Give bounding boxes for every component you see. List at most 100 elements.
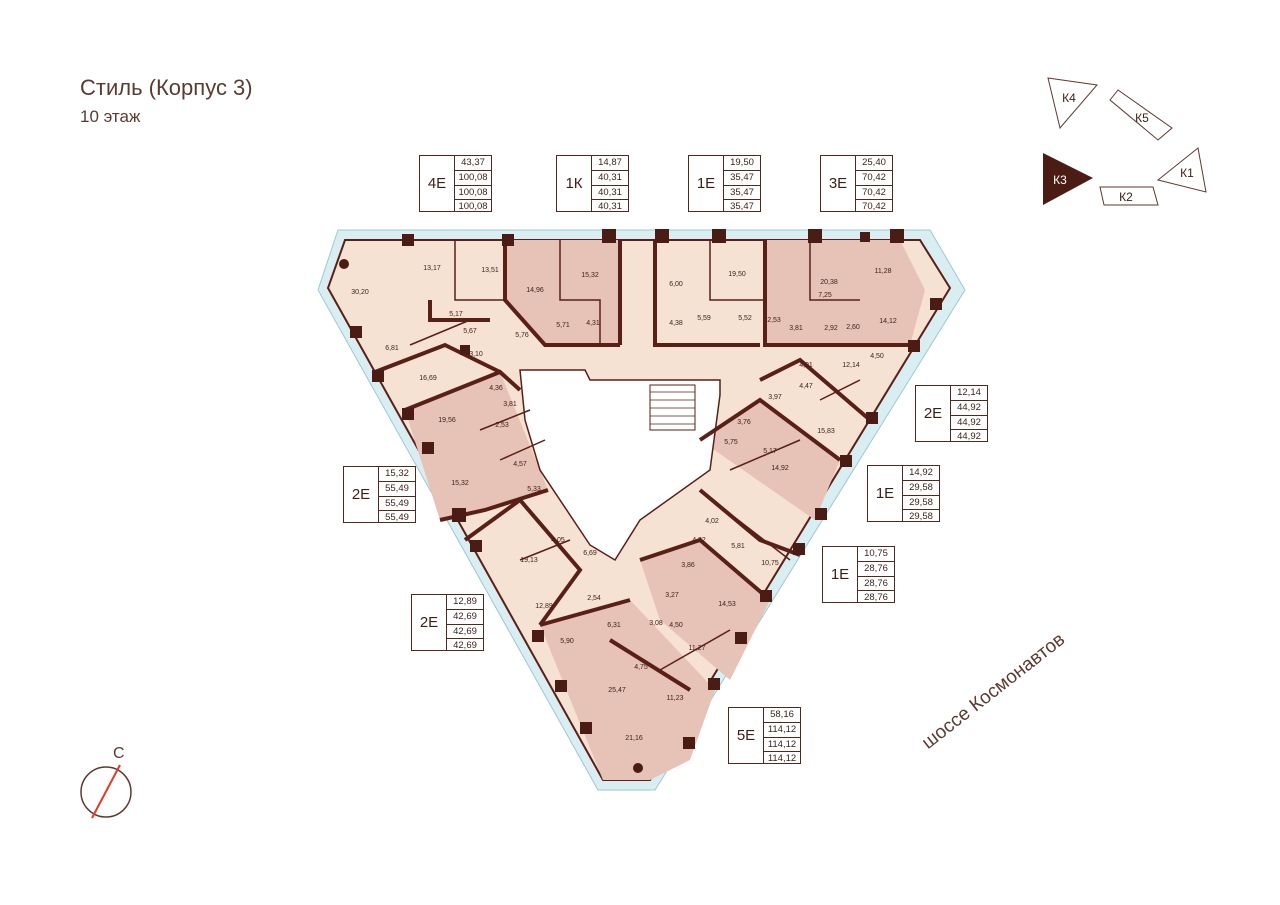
room-area: 6,31 — [607, 622, 621, 629]
total-area: 35,47 — [724, 171, 760, 186]
apartment-3e-area[interactable] — [765, 240, 925, 345]
room-area: 4,57 — [513, 461, 527, 468]
total-area: 40,31 — [592, 171, 628, 186]
room-area: 16,69 — [419, 375, 437, 382]
room-area: 4,02 — [705, 518, 719, 525]
total-area: 70,42 — [856, 186, 892, 201]
room-area: 3,97 — [768, 394, 782, 401]
apartment-tag-1e-top[interactable]: 1Е 19,50 35,47 35,47 35,47 — [688, 155, 761, 212]
building-k2[interactable]: К2 — [1099, 186, 1159, 206]
room-area: 5,76 — [515, 332, 529, 339]
room-area: 5,52 — [738, 315, 752, 322]
total-area: 29,58 — [909, 511, 933, 523]
living-area: 15,32 — [379, 467, 415, 482]
living-area: 14,92 — [903, 466, 939, 481]
room-area: 2,92 — [824, 325, 838, 332]
total-area: 70,42 — [862, 201, 886, 213]
apartment-code: 1Е — [823, 547, 858, 602]
building-k5[interactable]: К5 — [1109, 89, 1173, 141]
room-area: 12,14 — [842, 362, 860, 369]
room-area: 14,12 — [879, 318, 897, 325]
apartment-code: 1Е — [868, 466, 903, 521]
apartment-code: 3Е — [821, 156, 856, 211]
total-area: 28,76 — [858, 577, 894, 592]
room-area: 10,75 — [761, 560, 779, 567]
total-area: 29,58 — [903, 496, 939, 511]
apartment-5e-area[interactable] — [540, 540, 770, 780]
room-area: 5,17 — [763, 448, 777, 455]
room-area: 15,83 — [817, 428, 835, 435]
apartment-tag-2e-right[interactable]: 2Е 12,14 44,92 44,92 44,92 — [915, 385, 988, 442]
room-area: 4,05 — [551, 537, 565, 544]
room-area: 5,59 — [697, 315, 711, 322]
building-k3[interactable]: К3 — [1043, 153, 1093, 205]
total-area: 28,76 — [864, 592, 888, 604]
room-area: 5,81 — [731, 543, 745, 550]
building-k4[interactable]: К4 — [1047, 77, 1098, 130]
room-area: 2,53 — [495, 422, 509, 429]
page-title: Стиль (Корпус 3) — [80, 75, 253, 100]
room-area: 6,69 — [583, 550, 597, 557]
room-area: 3,81 — [789, 325, 803, 332]
apartment-code: 4Е — [420, 156, 455, 211]
room-area: 11,28 — [875, 268, 892, 275]
room-area: 4,50 — [870, 353, 884, 360]
total-area: 42,69 — [447, 625, 483, 640]
room-area: 19,13 — [520, 557, 538, 564]
living-area: 12,14 — [951, 386, 987, 401]
building-k1[interactable]: К1 — [1156, 147, 1207, 193]
total-area: 35,47 — [724, 186, 760, 201]
room-area: 4,31 — [586, 320, 600, 327]
total-area: 114,12 — [767, 753, 797, 765]
room-area: 5,17 — [449, 311, 463, 318]
apartment-tag-1k[interactable]: 1К 14,87 40,31 40,31 40,31 — [556, 155, 629, 212]
apartment-code: 2Е — [344, 467, 379, 522]
total-area: 29,58 — [903, 481, 939, 496]
building-k2-label: К2 — [1119, 190, 1133, 204]
floor-label: 10 этаж — [80, 107, 141, 126]
total-area: 55,49 — [385, 512, 409, 524]
apartment-2e-left-area[interactable] — [405, 372, 548, 520]
living-area: 43,37 — [455, 156, 491, 171]
building-k3-label: К3 — [1053, 173, 1067, 187]
room-area: 6,81 — [385, 345, 399, 352]
room-area: 14,53 — [718, 601, 736, 608]
building-k1-label: К1 — [1180, 166, 1194, 180]
room-area: 4,47 — [799, 383, 813, 390]
apartment-tag-2e-left[interactable]: 2Е 15,32 55,49 55,49 55,49 — [343, 466, 416, 523]
room-area: 12,89 — [535, 603, 553, 610]
room-area: 6,00 — [669, 281, 683, 288]
room-area: 4,36 — [489, 385, 503, 392]
total-area: 70,42 — [856, 171, 892, 186]
apartment-1e-right-area[interactable] — [700, 400, 840, 520]
apartment-tag-5e[interactable]: 5Е 58,16 114,12 114,12 114,12 — [728, 707, 801, 764]
total-area: 42,69 — [453, 640, 477, 652]
room-area: 20,38 — [820, 279, 838, 286]
total-area: 114,12 — [764, 738, 800, 753]
room-area: 3,08 — [649, 620, 663, 627]
living-area: 14,87 — [592, 156, 628, 171]
apartment-code: 5Е — [729, 708, 764, 763]
room-area: 4,38 — [669, 320, 683, 327]
apartment-code: 2Е — [412, 595, 447, 650]
room-area: 4,75 — [634, 664, 648, 671]
total-area: 55,49 — [379, 497, 415, 512]
apartment-tag-1e-lower[interactable]: 1Е 10,75 28,76 28,76 28,76 — [822, 546, 895, 603]
apartment-tag-4e[interactable]: 4Е 43,37 100,08 100,08 100,08 — [419, 155, 492, 212]
room-area: 4,50 — [669, 622, 683, 629]
total-area: 35,47 — [730, 201, 754, 213]
room-area: 13,17 — [423, 265, 441, 272]
room-area: 2,60 — [846, 324, 860, 331]
apartment-tag-2e-lower-left[interactable]: 2Е 12,89 42,69 42,69 42,69 — [411, 594, 484, 651]
room-area: 3,76 — [737, 419, 751, 426]
apartment-code: 2Е — [916, 386, 951, 441]
apartment-1k-area[interactable] — [505, 240, 620, 345]
room-area: 14,92 — [771, 465, 789, 472]
room-area: 5,33 — [527, 486, 541, 493]
living-area: 58,16 — [764, 708, 800, 723]
apartment-tag-1e-right[interactable]: 1Е 14,92 29,58 29,58 29,58 — [867, 465, 940, 522]
room-area: 21,16 — [625, 735, 643, 742]
apartment-tag-3e[interactable]: 3Е 25,40 70,42 70,42 70,42 — [820, 155, 893, 212]
